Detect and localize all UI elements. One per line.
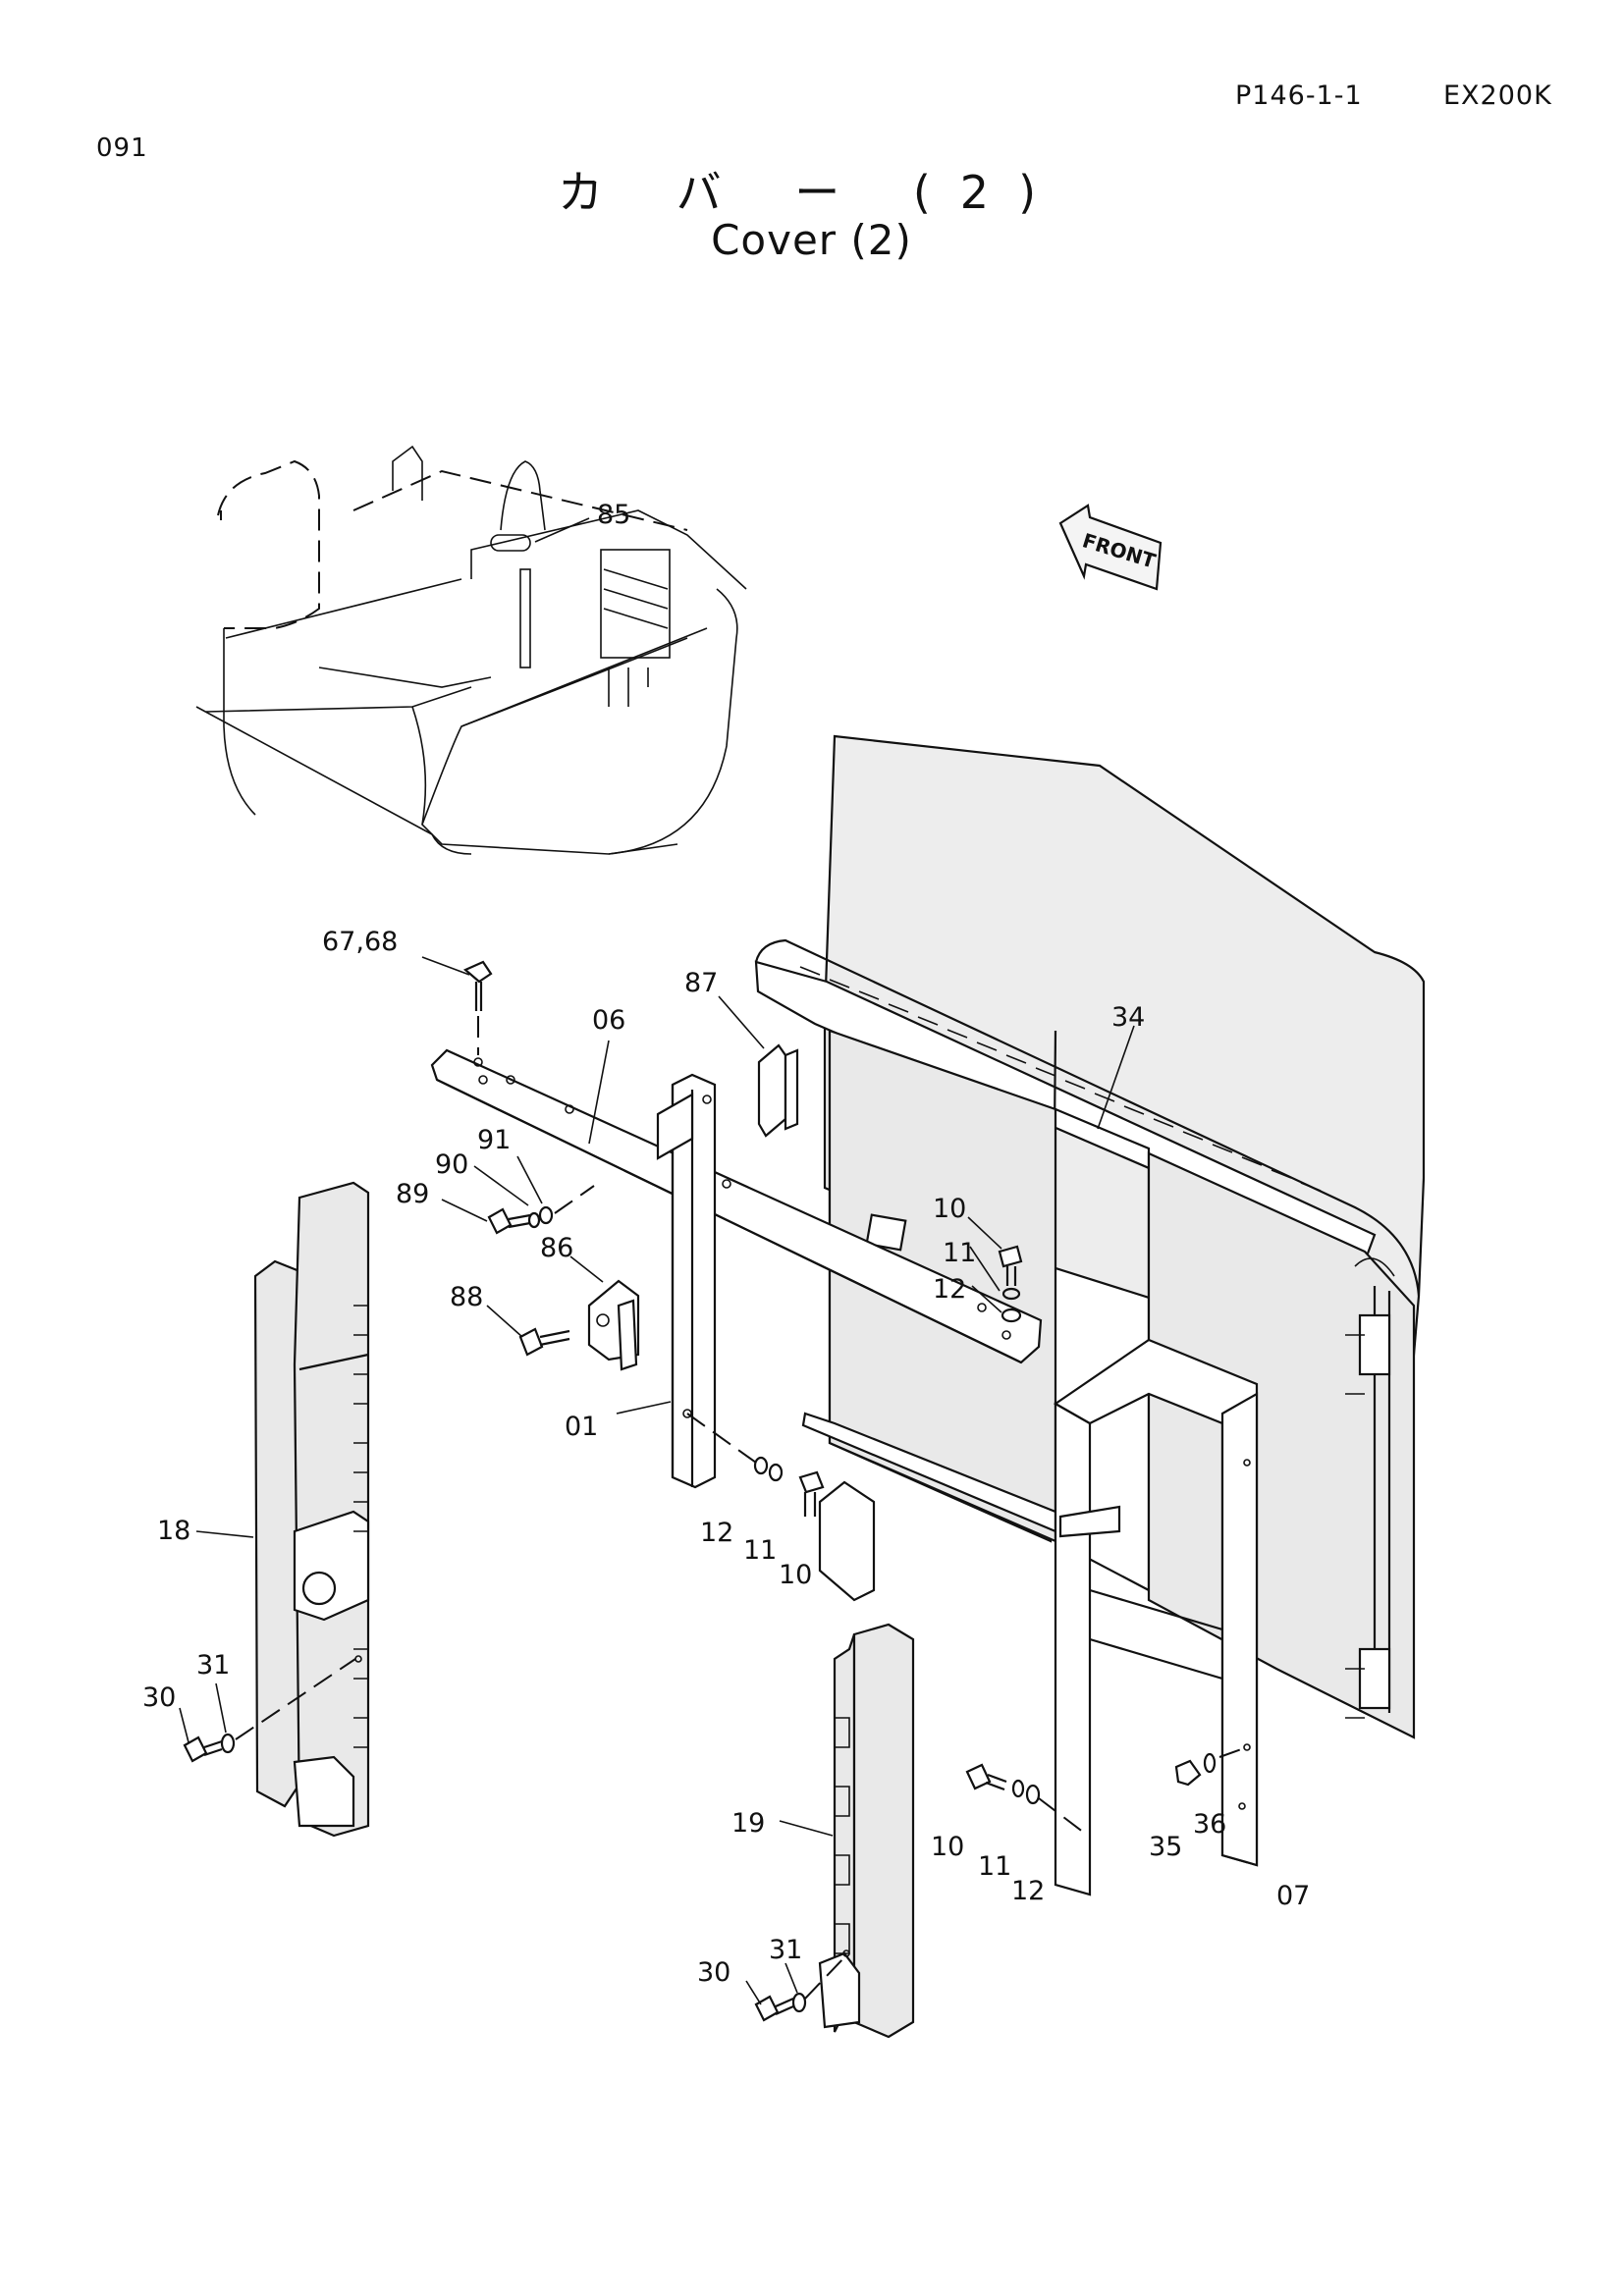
callout-30-left: 30 bbox=[142, 1682, 176, 1713]
cover-panel-34 bbox=[754, 734, 1426, 1739]
side-cover-19 bbox=[818, 1480, 915, 2039]
callout-86: 86 bbox=[540, 1233, 573, 1263]
panel-label-plate bbox=[865, 1213, 907, 1252]
front-arrow-icon: FRONT bbox=[1058, 504, 1163, 591]
callout-10-lower: 10 bbox=[931, 1832, 964, 1862]
cover-latch-icon bbox=[490, 534, 531, 552]
callout-12-upper: 12 bbox=[933, 1274, 966, 1305]
machine-overview bbox=[195, 445, 747, 855]
overview-stay-left bbox=[519, 568, 531, 668]
callout-35: 35 bbox=[1149, 1832, 1182, 1862]
side-cover-18 bbox=[253, 1181, 370, 1838]
callout-10-upper: 10 bbox=[933, 1194, 966, 1224]
callout-11-upper: 11 bbox=[943, 1238, 976, 1268]
callout-labels: 85 67,68 06 87 34 90 91 89 86 88 10 11 1… bbox=[142, 500, 1310, 1988]
callout-88: 88 bbox=[450, 1282, 483, 1312]
page-code: P146-1-1 bbox=[1235, 80, 1363, 111]
callout-36: 36 bbox=[1193, 1809, 1226, 1840]
callout-87: 87 bbox=[684, 968, 718, 998]
vent-slots bbox=[799, 966, 1322, 1192]
bracket-87 bbox=[757, 1043, 799, 1138]
callout-11-lower: 11 bbox=[978, 1851, 1011, 1882]
overview-panel bbox=[600, 549, 671, 659]
callout-31-lower: 31 bbox=[769, 1935, 802, 1965]
callout-19: 19 bbox=[731, 1808, 765, 1839]
callout-89: 89 bbox=[396, 1179, 429, 1209]
callout-11-middle: 11 bbox=[743, 1535, 777, 1566]
callout-10-middle: 10 bbox=[779, 1560, 812, 1590]
callout-67-68: 67,68 bbox=[322, 927, 398, 957]
page-title-english: Cover (2) bbox=[711, 216, 912, 264]
callout-18: 18 bbox=[157, 1516, 190, 1546]
callout-31-left: 31 bbox=[196, 1650, 230, 1681]
callout-07: 07 bbox=[1276, 1881, 1310, 1911]
callout-06: 06 bbox=[592, 1005, 625, 1036]
callout-85: 85 bbox=[597, 500, 630, 530]
lower-hinge bbox=[1358, 1647, 1391, 1710]
page-title-japanese: カ バ ー (2) bbox=[557, 166, 1066, 219]
callout-01: 01 bbox=[565, 1412, 598, 1442]
callout-12-lower: 12 bbox=[1011, 1876, 1045, 1906]
callout-90: 90 bbox=[435, 1149, 468, 1180]
model-name: EX200K bbox=[1443, 80, 1552, 111]
callout-91: 91 bbox=[477, 1125, 511, 1155]
upper-hinge bbox=[1358, 1313, 1391, 1376]
bracket-86 bbox=[587, 1279, 640, 1371]
frame-07 bbox=[1053, 1338, 1259, 1896]
leader-lines bbox=[179, 517, 1135, 2005]
stay-01 bbox=[656, 1073, 717, 1489]
callout-12-middle: 12 bbox=[700, 1518, 733, 1548]
page-number: 091 bbox=[96, 133, 148, 163]
bar-06 bbox=[430, 1048, 1043, 1364]
callout-30-lower: 30 bbox=[697, 1957, 730, 1988]
callout-34: 34 bbox=[1111, 1002, 1145, 1033]
fasteners bbox=[183, 960, 1248, 2022]
